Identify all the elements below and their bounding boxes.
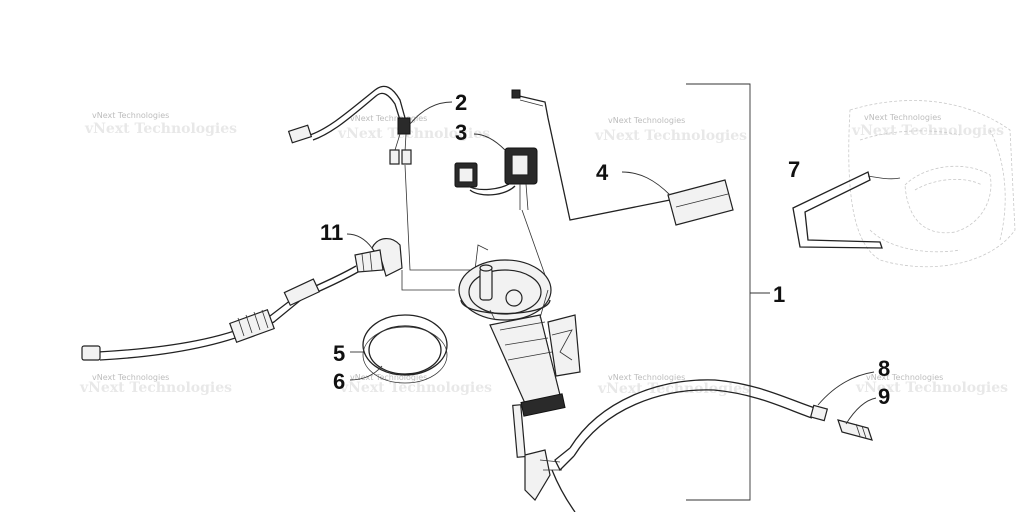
callout-4: 4 (596, 160, 609, 185)
callout-2: 2 (455, 90, 467, 115)
tank-outline-ghost (848, 100, 1016, 268)
part-5-6-seal-rings (349, 314, 448, 384)
watermark-big: vNext Technologies (851, 123, 1004, 139)
watermark: vNext Technologies (92, 373, 169, 382)
bracket-1 (686, 83, 751, 501)
part-3-connector-harness (454, 133, 538, 211)
watermark-big: vNext Technologies (84, 121, 237, 137)
callout-8: 8 (878, 356, 890, 381)
callout-11: 11 (320, 220, 343, 245)
callout-9: 9 (878, 384, 890, 409)
watermark-big: vNext Technologies (79, 380, 232, 396)
part-7-gasket (792, 171, 901, 249)
watermark-big: vNext Technologies (339, 380, 492, 396)
watermark-big: vNext Technologies (594, 128, 747, 144)
fuel-hose-left (81, 265, 359, 361)
watermark-big: vNext Technologies (855, 380, 1008, 396)
callout-1: 1 (773, 282, 785, 307)
callout-3: 3 (455, 120, 467, 145)
part-11-elbow (346, 233, 403, 277)
part-2-harness (287, 85, 453, 165)
fuel-pump-module (458, 259, 581, 501)
watermark: vNext Technologies (350, 373, 427, 382)
watermark: vNext Technologies (608, 116, 685, 125)
watermark-big: vNext Technologies (337, 126, 490, 142)
watermark: vNext Technologies (92, 111, 169, 120)
callout-7: 7 (788, 157, 800, 182)
watermark: vNext Technologies (866, 373, 943, 382)
callout-5: 5 (333, 341, 345, 366)
watermark-big: vNext Technologies (597, 381, 750, 397)
watermark: vNext Technologies (350, 114, 427, 123)
watermark: vNext Technologies (864, 113, 941, 122)
watermarks: vNext Technologies vNext Technologies vN… (79, 111, 1008, 397)
callout-labels: 1 2 3 4 5 6 7 8 9 11 (320, 90, 890, 409)
fuel-line-right (551, 371, 877, 512)
part-4-sender (511, 89, 734, 226)
callout-6: 6 (333, 369, 345, 394)
watermark: vNext Technologies (608, 373, 685, 382)
